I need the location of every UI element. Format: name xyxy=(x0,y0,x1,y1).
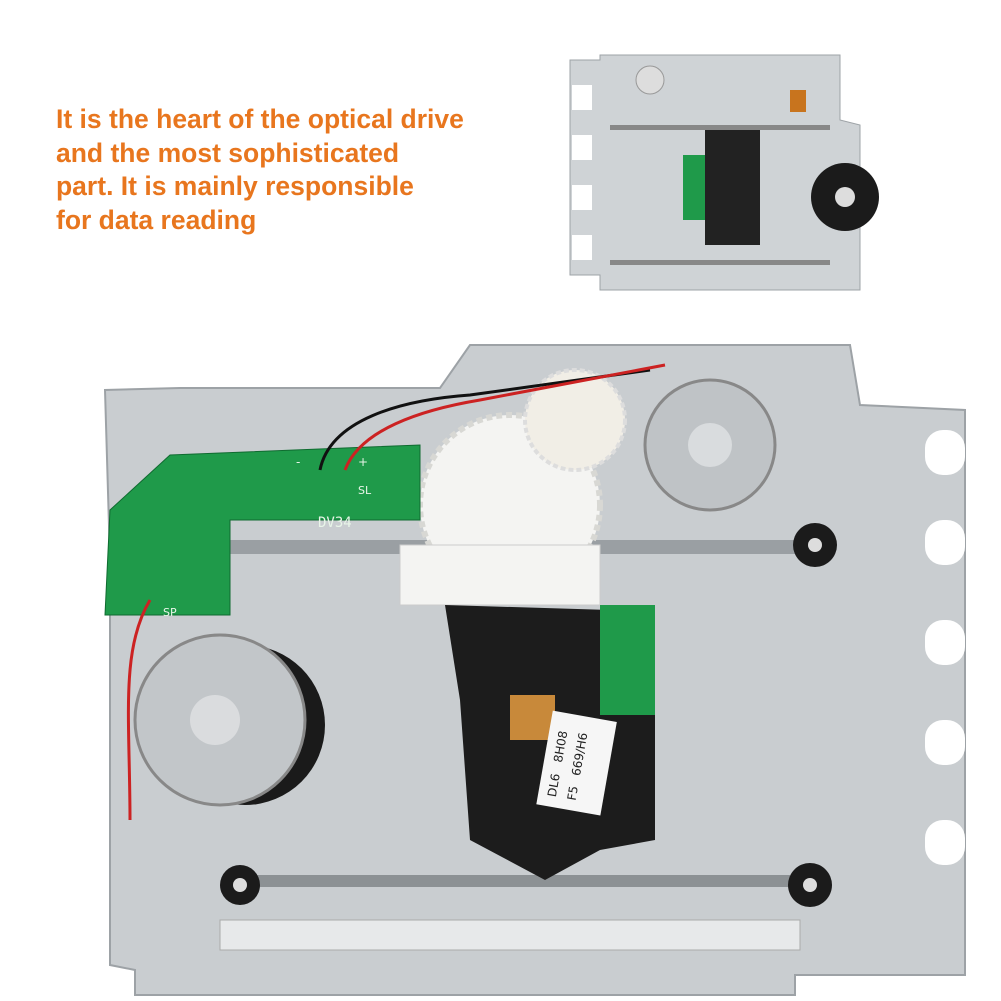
caption-line: It is the heart of the optical drive xyxy=(56,104,464,134)
caption-line: part. It is mainly responsible xyxy=(56,171,414,201)
product-caption: It is the heart of the optical drive and… xyxy=(56,103,464,237)
pickup-label-line: DL6 xyxy=(545,772,563,798)
pcb-plus-label: + xyxy=(358,455,368,469)
pcb-minus-label: - xyxy=(296,455,300,469)
pickup-label-line: F5 xyxy=(565,785,581,802)
thumbnail-photo xyxy=(569,54,879,291)
optical-pickup-assembly: DV34 SL SP + - DL6 8H08 F5 669/H6 xyxy=(103,344,966,996)
pcb-model-label: DV34 xyxy=(318,515,352,531)
pickup-label-line: 8H08 xyxy=(551,730,570,764)
pcb-sp-label: SP xyxy=(163,606,177,619)
pcb-sl-label: SL xyxy=(358,484,372,497)
caption-line: for data reading xyxy=(56,204,257,235)
caption-line: and the most sophisticated xyxy=(56,137,400,168)
